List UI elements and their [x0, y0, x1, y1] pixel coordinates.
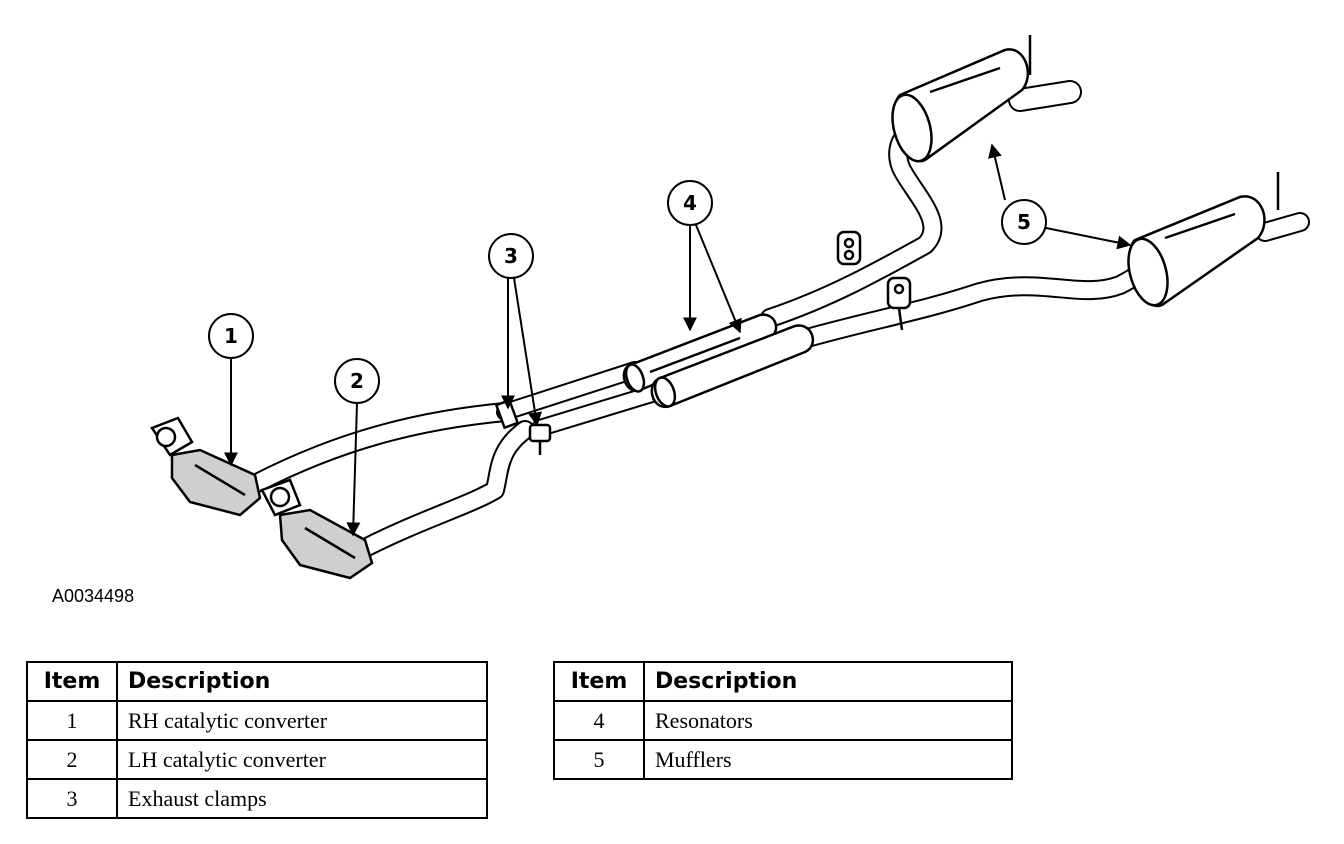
callout-4: 4 [667, 180, 713, 226]
hangers [836, 35, 1280, 331]
row-item: 4 [553, 700, 645, 741]
leader-5a [988, 143, 1006, 201]
header-item: Item [553, 661, 645, 702]
row-item: 2 [26, 739, 118, 780]
mufflers [891, 48, 1266, 308]
leader-2 [346, 402, 361, 537]
callout-leaders [224, 143, 1132, 537]
callout-label-3: 3 [504, 244, 518, 268]
table-row: 4 Resonators [553, 700, 1013, 741]
row-description: Resonators [643, 700, 1013, 741]
row-description: Mufflers [643, 739, 1013, 780]
legend-header-row: Item Description [553, 661, 1013, 702]
leader-3b [513, 277, 542, 427]
row-description: LH catalytic converter [116, 739, 488, 780]
row-description: Exhaust clamps [116, 778, 488, 819]
figure-id: A0034498 [52, 586, 135, 606]
callout-2: 2 [334, 358, 380, 404]
row-item: 5 [553, 739, 645, 780]
leader-4b [695, 224, 742, 334]
table-row: 2 LH catalytic converter [26, 739, 488, 780]
legend-table-left: Item Description 1 RH catalytic converte… [26, 661, 488, 819]
callout-label-2: 2 [350, 369, 364, 393]
legend-table-right: Item Description 4 Resonators 5 Mufflers [553, 661, 1013, 780]
legend-header-row: Item Description [26, 661, 488, 702]
row-item: 1 [26, 700, 118, 741]
catalytic-converters [150, 416, 374, 580]
header-item: Item [26, 661, 118, 702]
table-row: 3 Exhaust clamps [26, 778, 488, 819]
table-row: 5 Mufflers [553, 739, 1013, 780]
callout-5: 5 [1001, 199, 1047, 245]
table-row: 1 RH catalytic converter [26, 700, 488, 741]
callout-label-4: 4 [683, 191, 697, 215]
row-description: RH catalytic converter [116, 700, 488, 741]
callout-3: 3 [488, 233, 534, 279]
resonators [622, 313, 815, 409]
callout-label-5: 5 [1017, 210, 1031, 234]
header-description: Description [643, 661, 1013, 702]
exhaust-pipes [245, 80, 1310, 558]
exhaust-system-diagram: 1 2 3 4 5 [150, 35, 1310, 580]
row-item: 3 [26, 778, 118, 819]
callout-label-1: 1 [224, 324, 238, 348]
callout-1: 1 [208, 313, 254, 359]
leader-5b [1045, 227, 1132, 250]
header-description: Description [116, 661, 488, 702]
